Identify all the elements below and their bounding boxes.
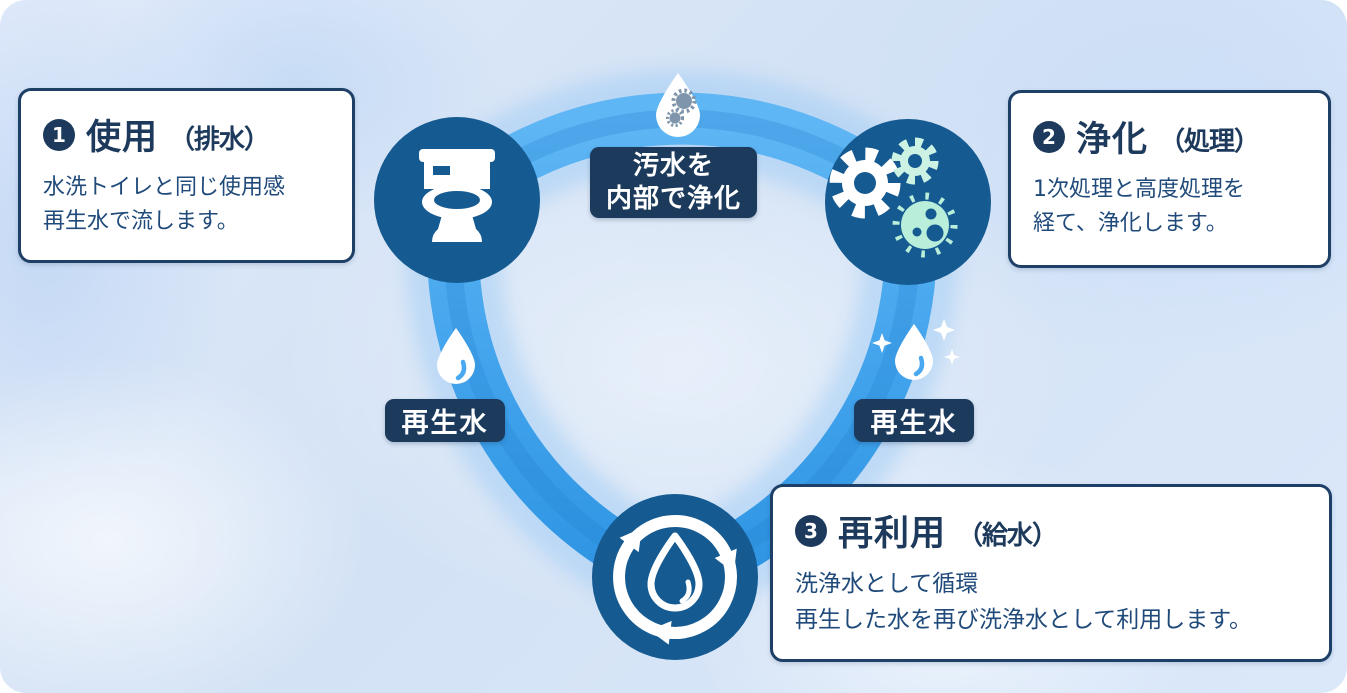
step-number-badge: 2 (1033, 120, 1065, 153)
reclaimed-water-drop-icon (432, 326, 480, 392)
reclaimed-water-label: 再生水 (401, 408, 489, 439)
card-title: 浄化 (1076, 120, 1149, 160)
card-title: 使用 (86, 118, 159, 158)
sparkle-stars (872, 319, 960, 365)
card-title: 再利用 (838, 514, 947, 554)
usage-node (374, 117, 540, 283)
card-body-line: 再生水で流します。 (43, 209, 239, 235)
card-title-note: （排水） (169, 124, 270, 155)
center-note-badge: 汚水を 内部で浄化 (590, 147, 757, 218)
step-number-badge: 3 (795, 514, 827, 547)
step-card-reuse: 3 再利用 （給水） 洗浄水として循環 再生した水を再び洗浄水として利用します。 (770, 484, 1332, 662)
sparkling-water-drop-icon (868, 316, 962, 396)
card-body-line: 再生した水を再び洗浄水として利用します。 (795, 606, 1253, 633)
germ-particles (665, 88, 697, 128)
recycle-water-icon (592, 494, 758, 660)
card-title-note: （処理） (1159, 126, 1260, 157)
reuse-node (592, 494, 758, 660)
reclaimed-water-label: 再生水 (870, 408, 958, 439)
card-body: 洗浄水として循環 再生した水を再び洗浄水として利用します。 (795, 567, 1307, 638)
card-body-line: 洗浄水として循環 (795, 571, 979, 597)
card-title-note: （給水） (957, 520, 1058, 551)
toilet-icon (419, 149, 495, 242)
card-body-line: 経て、浄化します。 (1033, 211, 1228, 237)
reclaimed-water-badge-right: 再生水 (854, 399, 974, 442)
center-note-line2: 内部で浄化 (605, 183, 741, 214)
card-body: 水洗トイレと同じ使用感 再生水で流します。 (43, 171, 330, 239)
card-header: 2 浄化 （処理） (1033, 111, 1306, 162)
gears-germ-icon (829, 137, 958, 258)
purification-node (825, 119, 991, 285)
step-card-purification: 2 浄化 （処理） 1次処理と高度処理を 経て、浄化します。 (1008, 90, 1331, 268)
center-note-line1: 汚水を (632, 150, 714, 181)
card-header: 3 再利用 （給水） (795, 505, 1307, 556)
step-card-usage: 1 使用 （排水） 水洗トイレと同じ使用感 再生水で流します。 (18, 88, 355, 263)
card-header: 1 使用 （排水） (43, 109, 330, 160)
reclaimed-water-badge-left: 再生水 (385, 399, 505, 442)
wastewater-drop-icon (650, 71, 706, 143)
gear-large (829, 147, 901, 219)
card-body: 1次処理と高度処理を 経て、浄化します。 (1033, 173, 1306, 241)
step-number-badge: 1 (43, 118, 75, 151)
germ-microbe (892, 192, 958, 258)
gear-small (891, 137, 939, 185)
card-body-line: 1次処理と高度処理を (1033, 177, 1245, 202)
card-body-line: 水洗トイレと同じ使用感 (43, 175, 286, 200)
